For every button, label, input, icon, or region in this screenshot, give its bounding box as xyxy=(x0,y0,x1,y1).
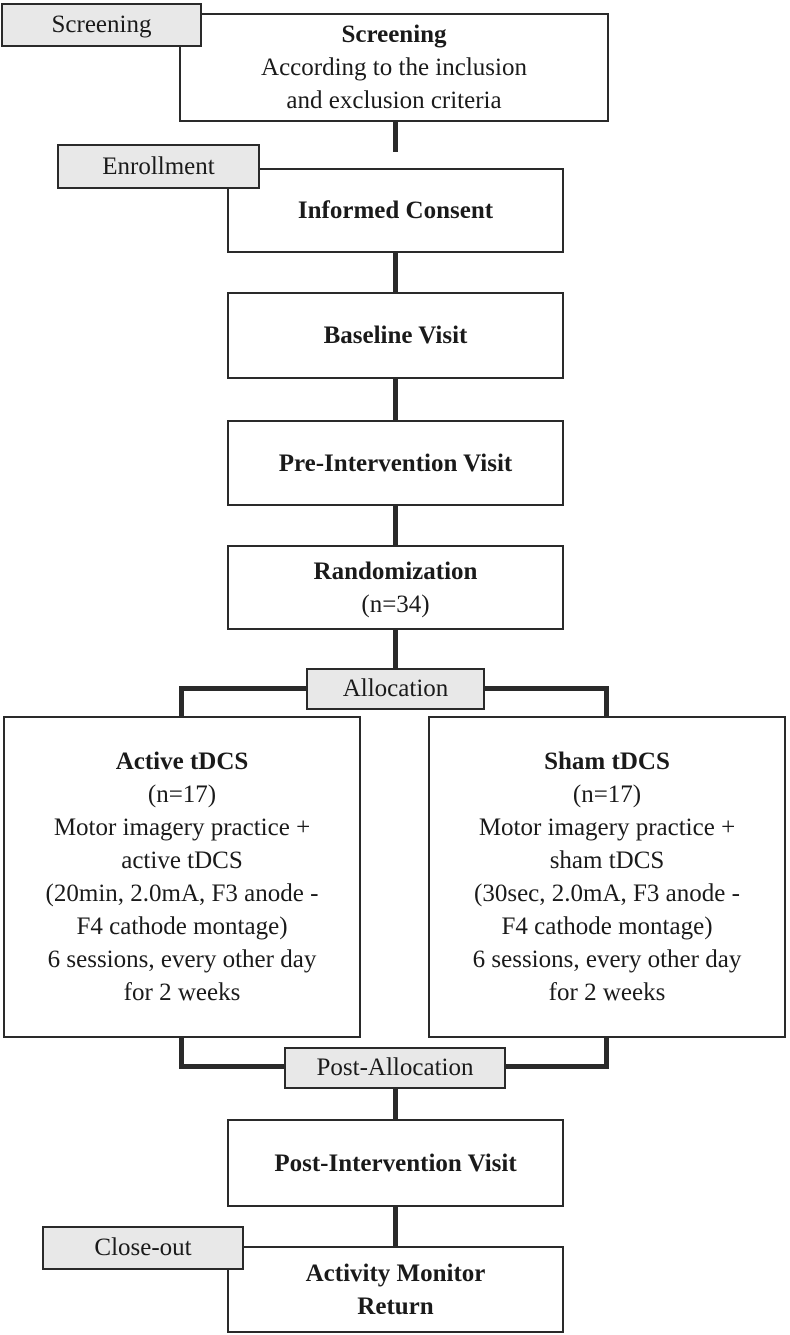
active-tdcs-line: 6 sessions, every other day xyxy=(47,946,317,973)
stage-label-screening: Screening xyxy=(1,3,202,47)
sham-tdcs-line: Motor imagery practice + xyxy=(478,814,736,841)
screening-box-line: According to the inclusion xyxy=(261,54,527,81)
baseline-visit-box: Baseline Visit xyxy=(227,292,564,379)
active-tdcs-line: (20min, 2.0mA, F3 anode - xyxy=(45,880,319,907)
activity-monitor-return-box: Activity Monitor Return xyxy=(227,1246,564,1333)
stage-label-post-allocation-text: Post-Allocation xyxy=(316,1054,474,1081)
stage-label-allocation-text: Allocation xyxy=(342,675,449,702)
sham-tdcs-line: 6 sessions, every other day xyxy=(472,946,742,973)
connector-randomization-allocation xyxy=(393,628,398,671)
informed-consent-title: Informed Consent xyxy=(297,197,494,224)
connector-pre-randomization xyxy=(393,504,398,545)
sham-tdcs-line: (30sec, 2.0mA, F3 anode - xyxy=(474,880,740,907)
sham-tdcs-line: sham tDCS xyxy=(549,847,665,874)
connector-post-intervention-activity xyxy=(393,1205,398,1246)
active-tdcs-box: Active tDCS (n=17) Motor imagery practic… xyxy=(3,716,361,1038)
pre-intervention-visit-box: Pre-Intervention Visit xyxy=(227,420,564,506)
connector-consent-baseline xyxy=(393,251,398,292)
informed-consent-box: Informed Consent xyxy=(227,168,564,253)
post-intervention-visit-box: Post-Intervention Visit xyxy=(227,1119,564,1207)
active-tdcs-line: active tDCS xyxy=(121,847,243,874)
screening-box: Screening According to the inclusion and… xyxy=(179,13,609,122)
stage-label-post-allocation: Post-Allocation xyxy=(284,1047,506,1089)
sham-tdcs-box: Sham tDCS (n=17) Motor imagery practice … xyxy=(428,716,786,1038)
activity-monitor-return-line: Return xyxy=(357,1292,434,1320)
screening-box-line: and exclusion criteria xyxy=(286,87,502,114)
connector-allocation-left-down xyxy=(179,686,184,718)
active-tdcs-line: for 2 weeks xyxy=(123,979,241,1006)
randomization-count: (n=34) xyxy=(361,590,430,618)
stage-label-allocation: Allocation xyxy=(306,668,485,710)
active-tdcs-count: (n=17) xyxy=(147,781,217,808)
connector-allocation-right-down xyxy=(604,686,609,718)
stage-label-enrollment: Enrollment xyxy=(57,144,260,189)
active-tdcs-line: F4 cathode montage) xyxy=(76,913,288,940)
post-intervention-visit-title: Post-Intervention Visit xyxy=(274,1149,517,1177)
stage-label-enrollment-text: Enrollment xyxy=(102,152,215,180)
connector-post-allocation-post-intervention xyxy=(393,1064,398,1119)
sham-tdcs-count: (n=17) xyxy=(572,781,642,808)
sham-tdcs-line: for 2 weeks xyxy=(548,979,666,1006)
randomization-title: Randomization xyxy=(313,557,478,585)
screening-box-title: Screening xyxy=(341,21,447,48)
active-tdcs-title: Active tDCS xyxy=(115,748,249,775)
connector-baseline-pre xyxy=(393,379,398,420)
activity-monitor-return-line: Activity Monitor xyxy=(305,1259,486,1287)
baseline-visit-title: Baseline Visit xyxy=(323,322,468,349)
stage-label-close-out-text: Close-out xyxy=(94,1234,192,1261)
sham-tdcs-title: Sham tDCS xyxy=(544,748,670,775)
connector-active-down xyxy=(179,1036,184,1069)
connector-screening-consent xyxy=(393,120,398,152)
stage-label-screening-text: Screening xyxy=(51,11,152,38)
pre-intervention-visit-title: Pre-Intervention Visit xyxy=(278,449,513,477)
stage-label-close-out: Close-out xyxy=(42,1226,244,1270)
connector-sham-down xyxy=(604,1036,609,1069)
randomization-box: Randomization (n=34) xyxy=(227,545,564,630)
sham-tdcs-line: F4 cathode montage) xyxy=(501,913,713,940)
active-tdcs-line: Motor imagery practice + xyxy=(53,814,311,841)
